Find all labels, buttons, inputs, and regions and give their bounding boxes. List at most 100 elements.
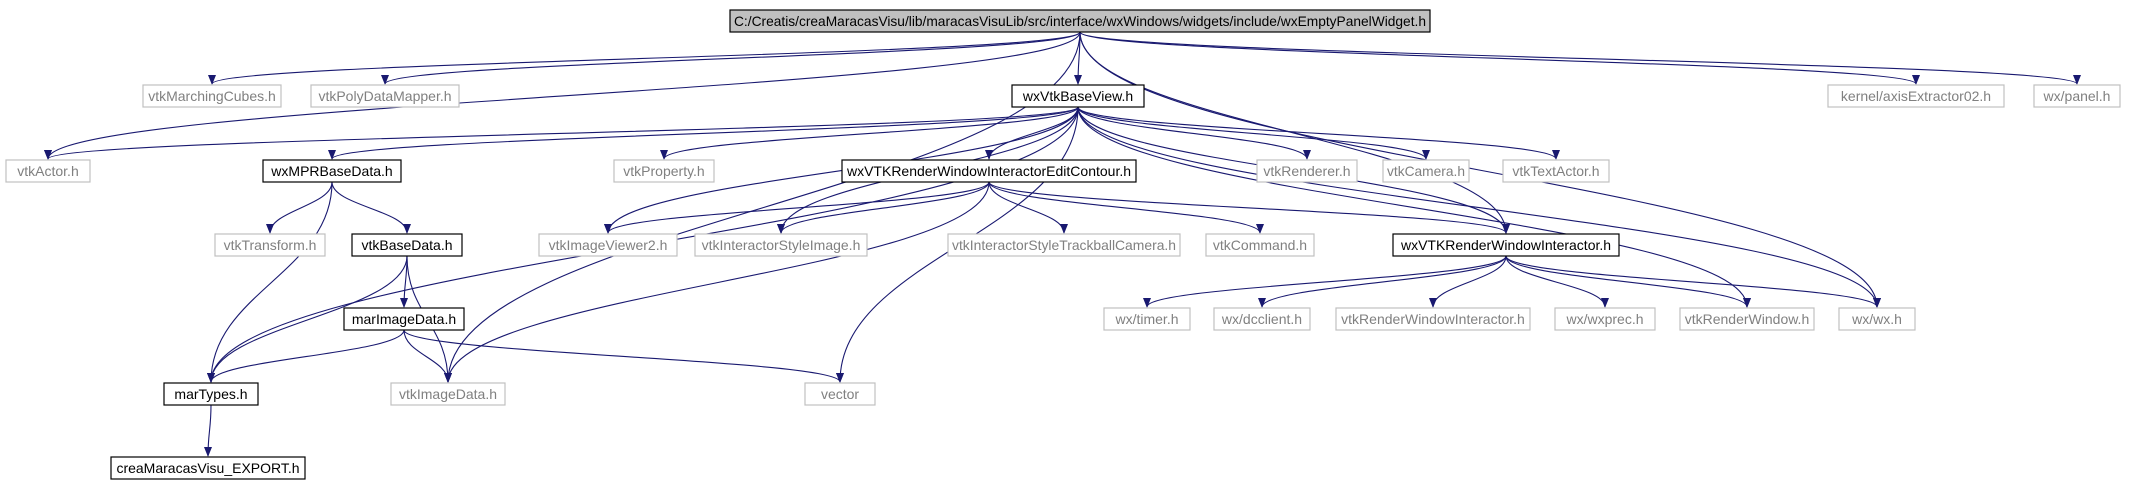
edge-path — [1079, 31, 1881, 308]
node-label: vtkMarchingCubes.h — [148, 88, 276, 104]
node-wx-mprbase-data[interactable]: wxMPRBaseData.h — [262, 159, 402, 183]
edge-path — [1505, 255, 1881, 308]
node-wxdcclient: wx/dcclient.h — [1213, 307, 1311, 331]
edge-path — [1077, 106, 1560, 160]
node-box — [729, 9, 1431, 33]
node-box — [390, 382, 506, 406]
edge-wx-vtk-base-view-to-vtk-text-actor — [1077, 106, 1560, 160]
node-label: wx/wxprec.h — [1565, 311, 1643, 327]
node-box — [1103, 307, 1191, 331]
edge-path — [1079, 31, 2081, 85]
node-box — [2033, 84, 2121, 108]
node-wx-vtkrwiedit-contour[interactable]: wxVTKRenderWindowInteractorEditContour.h — [841, 159, 1137, 183]
edge-wx-vtk-base-view-to-vtk-renderer — [1077, 106, 1311, 160]
edge-path — [204, 404, 213, 457]
edge-path — [1429, 255, 1507, 308]
edge-root-to-vtk-actor — [44, 31, 1081, 160]
edge-path — [1143, 255, 1507, 308]
node-label: vtkActor.h — [17, 163, 78, 179]
node-label: creaMaracasVisu_EXPORT.h — [116, 460, 299, 476]
node-box — [163, 382, 259, 406]
node-label: wxVtkBaseView.h — [1022, 88, 1133, 104]
node-box — [310, 84, 460, 108]
edge-path — [777, 181, 990, 234]
node-box — [1256, 159, 1358, 183]
node-label: vtkPolyDataMapper.h — [318, 88, 451, 104]
edge-path — [988, 181, 1068, 234]
node-mar-image-data[interactable]: marImageData.h — [343, 307, 465, 331]
node-box — [694, 233, 868, 257]
node-box — [142, 84, 282, 108]
edge-path — [988, 181, 1264, 234]
node-vtk-poly-data-mapper: vtkPolyDataMapper.h — [310, 84, 460, 108]
edge-path — [1077, 106, 1311, 160]
node-root[interactable]: C:/Creatis/creaMaracasVisu/lib/maracasVi… — [729, 9, 1431, 33]
node-label: marTypes.h — [174, 386, 247, 402]
node-vtk-interactor-style-image: vtkInteractorStyleImage.h — [694, 233, 868, 257]
node-box — [1827, 84, 2005, 108]
edge-wx-vtk-base-view-to-vtk-camera — [1077, 106, 1430, 160]
node-label: kernel/axisExtractor02.h — [1841, 88, 1991, 104]
node-vtk-actor: vtkActor.h — [5, 159, 91, 183]
edge-wx-vtk-base-view-to-vtk-actor — [44, 106, 1079, 160]
node-vtk-render-window: vtkRenderWindow.h — [1679, 307, 1815, 331]
node-vtk-image-data: vtkImageData.h — [390, 382, 506, 406]
node-box — [947, 233, 1181, 257]
node-label: vector — [821, 386, 859, 402]
node-label: vtkCommand.h — [1213, 237, 1307, 253]
edge-wx-vtk-base-view-to-wx-mprbase-data — [328, 106, 1079, 160]
node-box — [1011, 84, 1145, 108]
edge-path — [988, 181, 1510, 234]
edge-path — [44, 106, 1079, 160]
node-vtk-base-data[interactable]: vtkBaseData.h — [351, 233, 463, 257]
edge-wx-vtkrwi-to-wxtimer — [1143, 255, 1507, 308]
node-label: wxMPRBaseData.h — [270, 163, 392, 179]
edge-wx-vtk-base-view-to-vtk-property — [660, 106, 1079, 160]
node-box — [110, 456, 306, 480]
edge-path — [604, 181, 990, 234]
edge-wx-mprbase-data-to-vtk-base-data — [331, 181, 411, 234]
edge-path — [1505, 255, 1751, 308]
node-wxwx: wx/wx.h — [1838, 307, 1916, 331]
node-label: wx/dcclient.h — [1221, 311, 1302, 327]
edge-wx-mprbase-data-to-vtk-transform — [266, 181, 333, 234]
node-box — [1335, 307, 1531, 331]
node-mar-types[interactable]: marTypes.h — [163, 382, 259, 406]
node-crea-maracas-visu-export[interactable]: creaMaracasVisu_EXPORT.h — [110, 456, 306, 480]
edge-path — [444, 181, 990, 383]
node-box — [214, 233, 326, 257]
node-label: vtkTextActor.h — [1512, 163, 1599, 179]
node-wx-vtk-base-view[interactable]: wxVtkBaseView.h — [1011, 84, 1145, 108]
edge-wx-vtkrwiedit-contour-to-wx-vtkrwi — [988, 181, 1510, 234]
edge-wx-vtkrwi-to-vtk-render-window-interactor — [1429, 255, 1507, 308]
node-wxtimer: wx/timer.h — [1103, 307, 1191, 331]
edge-wx-vtkrwi-to-wxwxprec — [1505, 255, 1609, 308]
edge-path — [208, 31, 1081, 85]
node-wx-vtkrwi[interactable]: wxVTKRenderWindowInteractor.h — [1392, 233, 1620, 257]
node-vtk-property: vtkProperty.h — [613, 159, 715, 183]
edge-path — [331, 181, 411, 234]
node-label: wx/timer.h — [1114, 311, 1178, 327]
edge-path — [207, 255, 408, 383]
node-box — [841, 159, 1137, 183]
nodes-layer: C:/Creatis/creaMaracasVisu/lib/maracasVi… — [5, 9, 2121, 480]
edge-path — [328, 106, 1079, 160]
node-label: vtkCamera.h — [1387, 163, 1465, 179]
node-box — [351, 233, 463, 257]
node-vtk-command: vtkCommand.h — [1205, 233, 1315, 257]
edge-wx-vtkrwiedit-contour-to-vtk-image-data — [444, 181, 990, 383]
edge-root-to-vtk-marching-cubes — [208, 31, 1081, 85]
edge-path — [1077, 106, 1430, 160]
edge-path — [1505, 255, 1609, 308]
node-vtk-renderer: vtkRenderer.h — [1256, 159, 1358, 183]
edge-mar-image-data-to-vtk-image-data — [403, 329, 452, 383]
node-box — [1382, 159, 1470, 183]
node-wxpanel: wx/panel.h — [2033, 84, 2121, 108]
edge-vtk-base-data-to-mar-types — [207, 255, 408, 383]
node-vector: vector — [804, 382, 876, 406]
edge-mar-image-data-to-mar-types — [207, 329, 405, 383]
node-vtk-render-window-interactor: vtkRenderWindowInteractor.h — [1335, 307, 1531, 331]
edge-path — [1079, 31, 1920, 85]
edge-path — [1077, 106, 1881, 308]
